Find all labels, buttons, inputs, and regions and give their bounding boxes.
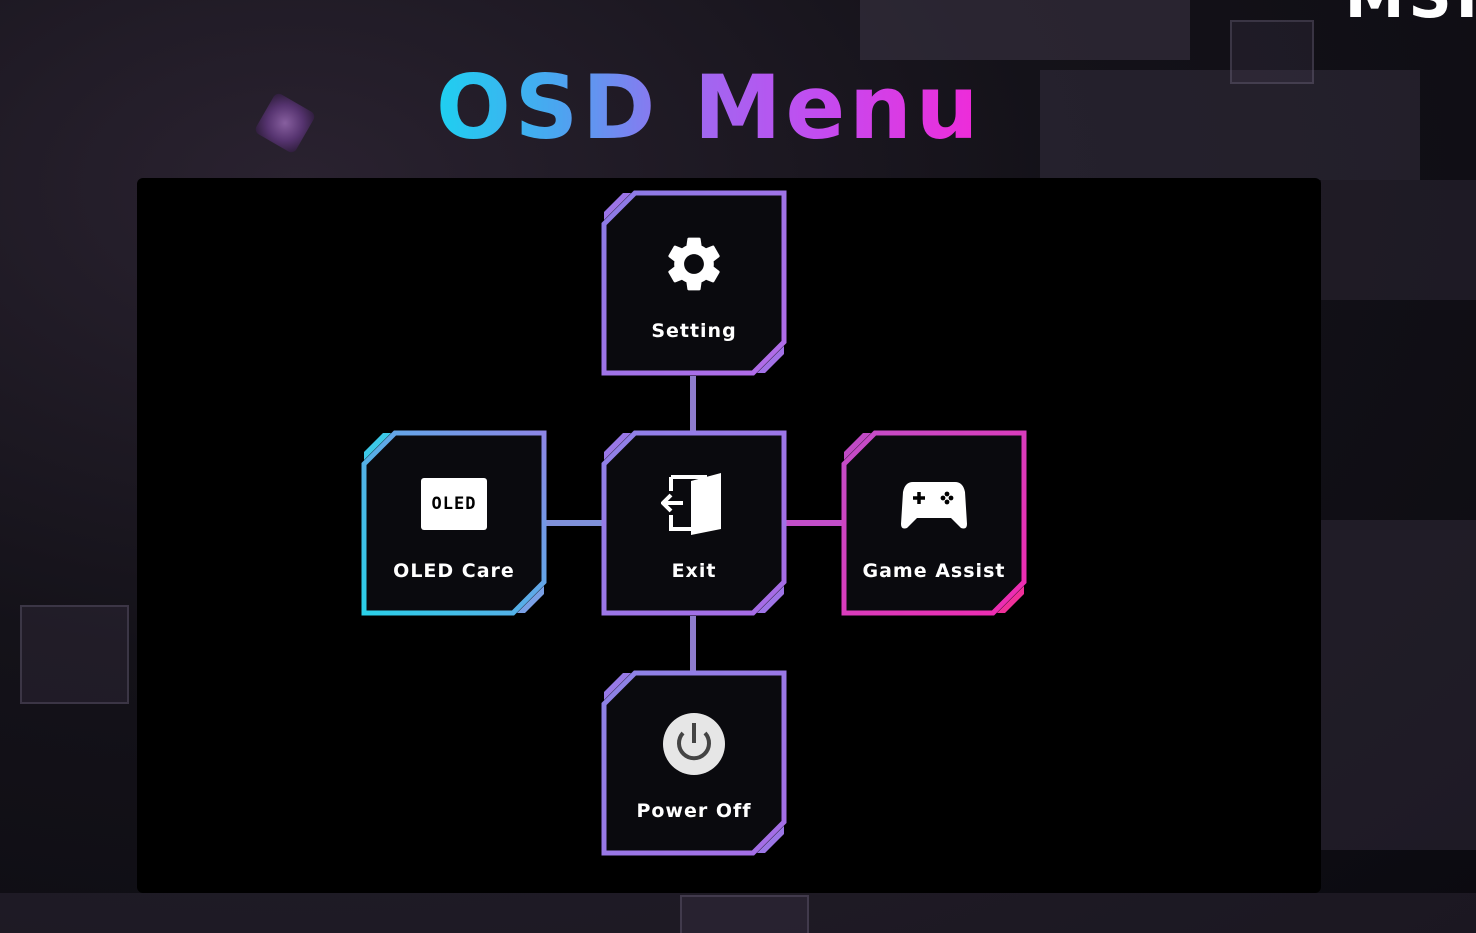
exit-door-icon: [658, 468, 730, 540]
background-block: [1040, 70, 1420, 180]
oled-icon-text: OLED: [431, 494, 477, 514]
brand-logo-text: MSI: [1345, 0, 1476, 32]
background-cube: [1230, 20, 1314, 84]
connector-left: [546, 520, 602, 526]
background-block: [1321, 180, 1476, 300]
background-block: [0, 893, 1476, 933]
tile-label: OLED Care: [393, 560, 515, 582]
power-icon: [658, 708, 730, 780]
menu-tile-oled-care[interactable]: OLED OLED Care: [361, 430, 547, 616]
oled-icon: OLED: [418, 468, 490, 540]
menu-tile-game-assist[interactable]: Game Assist: [841, 430, 1027, 616]
connector-bottom: [690, 616, 696, 672]
title-part-menu: Menu: [693, 56, 983, 159]
background-block: [860, 0, 1190, 60]
tile-frame: [841, 430, 1027, 616]
tile-label: Game Assist: [862, 560, 1006, 582]
gear-icon: [658, 228, 730, 300]
tile-label: Exit: [671, 560, 717, 582]
title-part-osd: OSD: [436, 56, 660, 159]
purple-gem-decoration: [253, 91, 317, 155]
connector-right: [786, 520, 842, 526]
tile-label: Setting: [651, 320, 737, 342]
menu-tile-setting[interactable]: Setting: [601, 190, 787, 376]
page-title: OSD Menu: [436, 58, 982, 158]
background-cube: [680, 895, 809, 933]
connector-top: [690, 376, 696, 432]
gamepad-icon: [898, 468, 970, 540]
menu-tile-exit[interactable]: Exit: [601, 430, 787, 616]
menu-tile-power-off[interactable]: Power Off: [601, 670, 787, 856]
tile-label: Power Off: [636, 800, 752, 822]
background-block: [1321, 520, 1476, 850]
background-cube: [20, 605, 129, 704]
